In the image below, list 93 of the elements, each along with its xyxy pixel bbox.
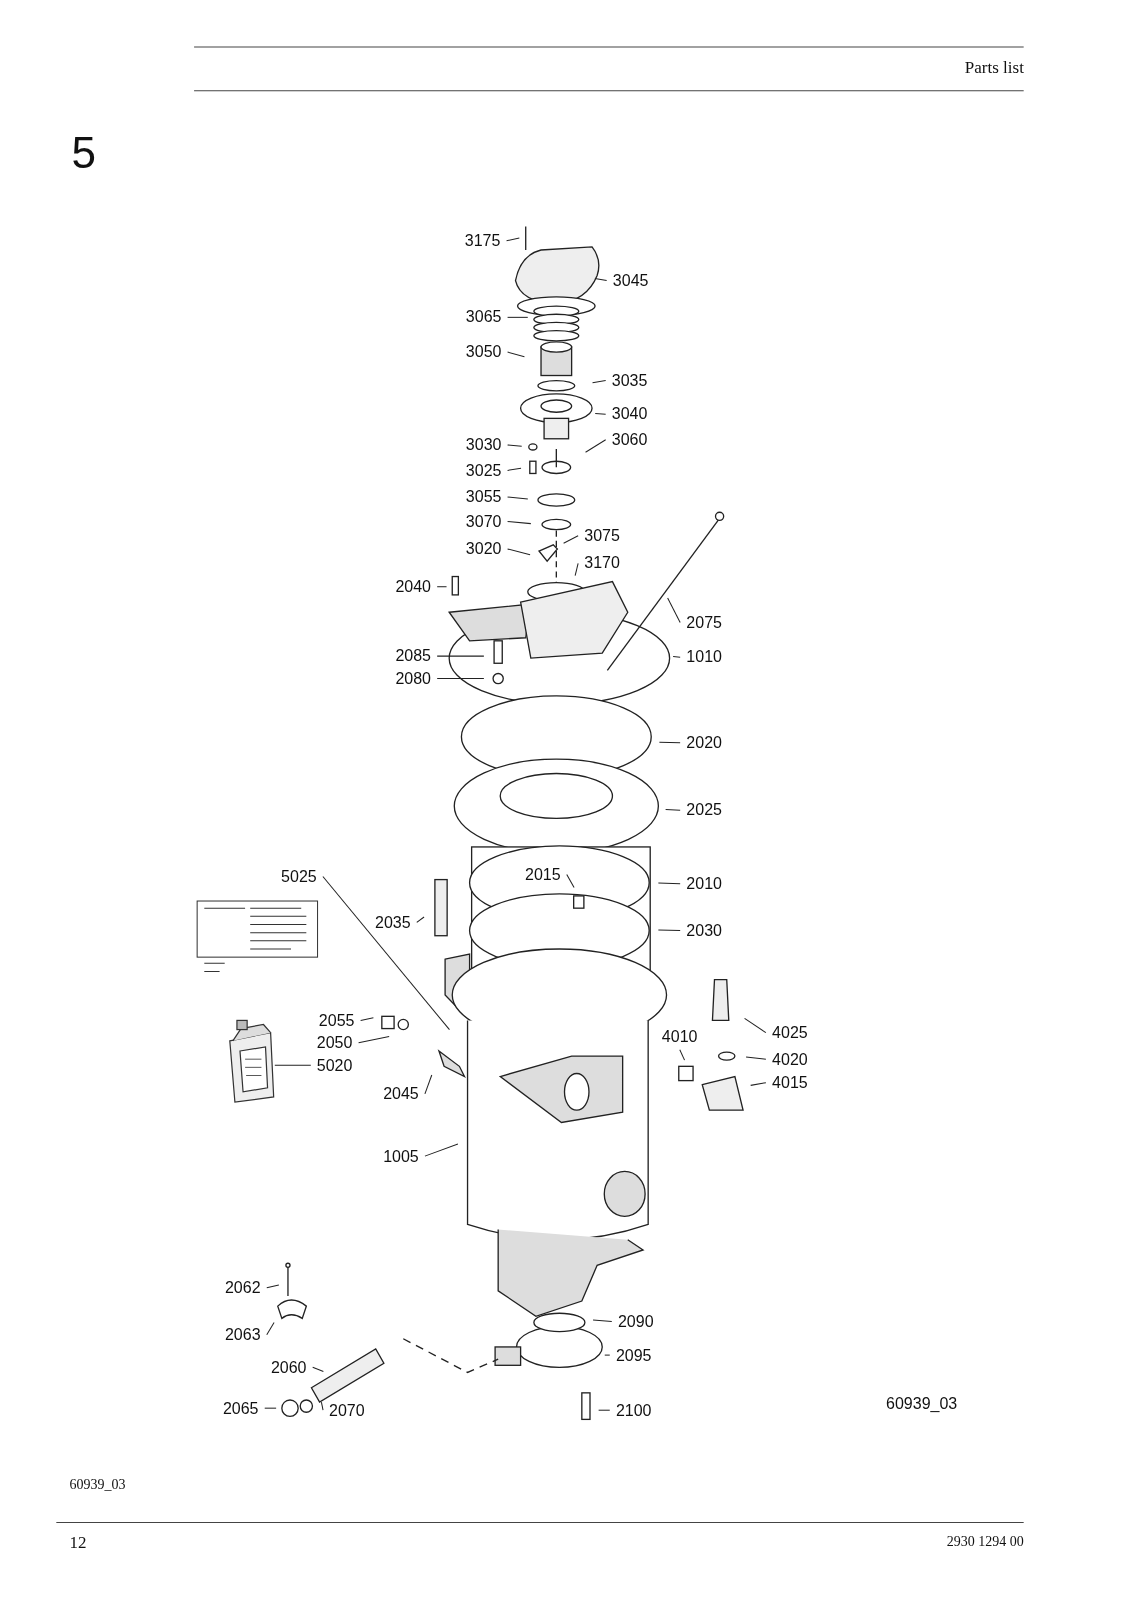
callout-number: 2050	[316, 1034, 353, 1053]
callout-number: 3170	[584, 554, 620, 573]
leader-line	[424, 1143, 459, 1157]
callout-number: 2100	[615, 1401, 652, 1420]
leader-line	[266, 1321, 275, 1336]
drawing-number: 60939_03	[886, 1394, 958, 1413]
leader-line	[594, 413, 607, 415]
callout-number: 4010	[661, 1028, 698, 1047]
leader-line	[592, 1319, 613, 1322]
leader-line	[745, 1056, 767, 1060]
leader-line	[264, 1407, 277, 1409]
callout-number: 3045	[612, 271, 649, 290]
leader-line	[507, 351, 525, 358]
leader-line	[360, 1017, 374, 1021]
callout-number: 4020	[772, 1050, 808, 1069]
callout-number: 3060	[611, 430, 648, 449]
leader-line	[566, 874, 575, 888]
callout-number: 2055	[318, 1011, 355, 1030]
callout-number: 1010	[686, 648, 722, 667]
leader-line	[507, 520, 532, 525]
leader-line	[416, 916, 425, 923]
leader-line	[585, 439, 607, 453]
leader-line	[507, 467, 522, 471]
leader-line	[436, 586, 448, 588]
callout-number: 2060	[270, 1358, 307, 1377]
callout-number: 4015	[772, 1074, 808, 1093]
leader-line	[506, 237, 520, 242]
leader-line	[312, 1366, 324, 1372]
leader-line	[507, 548, 531, 556]
callout-number: 1005	[383, 1147, 419, 1166]
callout-number: 4025	[772, 1024, 808, 1042]
callout-number: 3030	[465, 436, 502, 455]
callout-number: 5020	[316, 1056, 353, 1075]
leader-line	[436, 678, 485, 680]
leader-line	[604, 1354, 611, 1356]
leader-line	[657, 929, 681, 932]
leader-line	[274, 1064, 312, 1066]
callout-number: 3070	[465, 512, 502, 531]
leader-line	[665, 809, 681, 811]
leader-line	[667, 597, 681, 623]
leader-line	[574, 562, 579, 576]
leader-line	[322, 876, 450, 1031]
leader-line	[744, 1017, 767, 1034]
oil-bottle-icon	[229, 1019, 275, 1103]
callout-number: 2035	[375, 913, 411, 932]
callout-number: 3050	[465, 343, 502, 362]
document-number: 2930 1294 00	[946, 1533, 1024, 1550]
leader-line	[320, 1401, 324, 1411]
leader-line	[424, 1074, 433, 1095]
callout-number: 3035	[611, 371, 648, 390]
callout-number: 2040	[395, 577, 431, 596]
leader-line	[657, 882, 681, 885]
leader-line	[436, 655, 485, 657]
callout-number: 3040	[611, 405, 648, 424]
leader-line	[266, 1284, 280, 1289]
chapter-number: 5	[71, 129, 96, 178]
callout-number: 2080	[395, 669, 431, 688]
leader-line	[507, 496, 529, 500]
leader-line	[507, 316, 529, 318]
callout-number: 2075	[686, 613, 722, 632]
leader-line	[679, 1049, 686, 1061]
page-number: 12	[69, 1533, 87, 1553]
callout-number: 2015	[525, 865, 561, 884]
callout-number: 2070	[329, 1401, 365, 1420]
callout-number: 2045	[383, 1085, 419, 1104]
callout-number: 3020	[465, 540, 502, 559]
callout-number: 3175	[464, 231, 501, 250]
callout-number: 2030	[686, 921, 722, 940]
leader-line	[592, 380, 607, 384]
callout-number: 3025	[465, 461, 502, 480]
callout-number: 3075	[584, 526, 620, 545]
callout-number: 5025	[281, 867, 317, 886]
drawing-number: 60939_03	[69, 1476, 126, 1493]
callout-number: 2062	[224, 1279, 261, 1298]
callout-number: 2063	[224, 1326, 261, 1345]
callout-number: 2095	[615, 1346, 652, 1365]
callout-number: 2010	[686, 875, 722, 893]
callout-number: 2020	[686, 734, 722, 753]
section-heading: Parts list	[964, 58, 1024, 78]
leader-line	[563, 535, 579, 544]
callout-number: 2025	[686, 801, 722, 820]
leader-line	[358, 1036, 390, 1044]
leader-line	[658, 741, 681, 744]
leader-line	[672, 655, 681, 658]
leader-line	[594, 278, 608, 282]
callout-number: 3055	[465, 488, 502, 507]
callout-number: 3065	[465, 308, 502, 327]
leader-line	[507, 444, 523, 447]
leader-line	[598, 1409, 611, 1411]
callout-number: 2090	[617, 1312, 654, 1331]
callout-number: 2085	[395, 647, 431, 666]
callout-number: 2065	[222, 1399, 259, 1418]
leader-line	[750, 1082, 767, 1086]
